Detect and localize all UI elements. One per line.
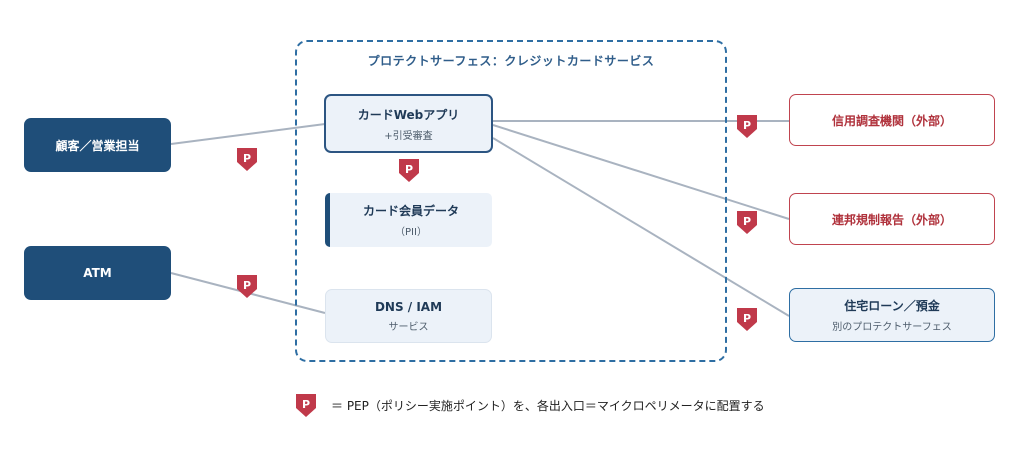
pep-shield-label: P [302,398,310,411]
card-web-app-subtitle: +引受審査 [384,130,433,142]
legend-text: ＝ PEP（ポリシー実施ポイント）を、各出入口＝マイクロペリメータに配置する [331,399,765,413]
dns-iam-title: DNS / IAM [374,299,443,314]
actor-customer[interactable]: 顧客／営業担当 [24,118,171,172]
pep-shield-label: P [743,215,751,228]
external-mortgage-deposit[interactable]: 住宅ローン／預金 別のプロテクトサーフェス [789,288,995,342]
pep-shield-label: P [743,312,751,325]
actor-atm-label: ATM [83,266,112,280]
service-card-web-app[interactable]: カードWebアプリ +引受審査 [324,94,493,153]
pep-shield-icon: P [399,159,419,182]
protect-surface-boundary [295,40,727,362]
actor-customer-label: 顧客／営業担当 [55,138,140,153]
link-webapp-to-regulatory [492,124,790,220]
pep-shield-icon: P [737,115,757,138]
external-credit-bureau[interactable]: 信用調査機関（外部） [789,94,995,146]
service-card-member-data[interactable]: カード会員データ （PII） [325,193,492,247]
protect-surface-title: プロテクトサーフェス：クレジットカードサービス [367,54,655,68]
mortgage-subtitle: 別のプロテクトサーフェス [832,322,952,333]
card-web-app-title: カードWebアプリ [357,107,460,122]
pep-shield-icon: P [737,308,757,331]
card-member-data-subtitle: （PII） [395,227,427,238]
pep-shield-label: P [743,119,751,132]
pep-shield-icon: P [737,211,757,234]
credit-bureau-label: 信用調査機関（外部） [831,113,952,128]
actor-atm[interactable]: ATM [24,246,171,300]
mortgage-title: 住宅ローン／預金 [844,299,940,313]
link-webapp-to-mortgage [492,137,790,317]
pep-shield-icon: P [296,394,316,417]
pep-shield-label: P [243,279,251,292]
external-regulatory-reporting[interactable]: 連邦規制報告（外部） [789,193,995,245]
pep-shield-icon: P [237,148,257,171]
pep-shield-label: P [243,152,251,165]
dns-iam-subtitle: サービス [388,321,429,333]
regulatory-label: 連邦規制報告（外部） [831,212,952,227]
link-customer-to-webapp [170,123,326,145]
card-member-data-title: カード会員データ [362,204,459,218]
pep-shield-label: P [405,163,413,176]
legend: P ＝ PEP（ポリシー実施ポイント）を、各出入口＝マイクロペリメータに配置する [295,393,765,418]
pep-shield-icon: P [237,275,257,298]
service-dns-iam[interactable]: DNS / IAM サービス [325,289,492,343]
